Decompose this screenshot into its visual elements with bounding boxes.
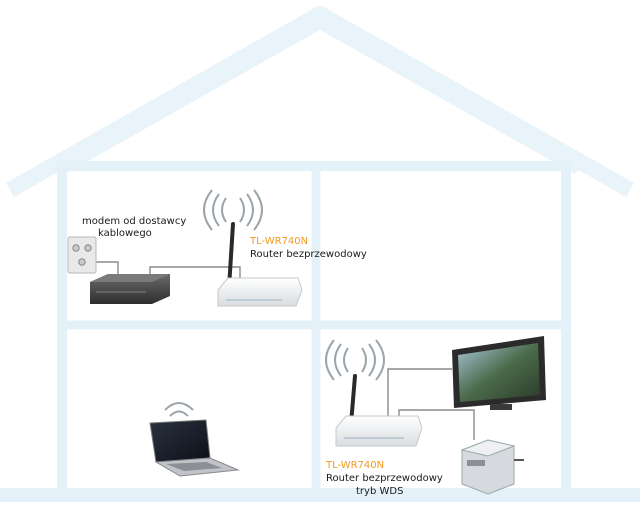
cable-modem-icon: [90, 274, 170, 304]
modem-label-line2: kablowego: [98, 228, 152, 239]
wds-router-mode: tryb WDS: [356, 486, 404, 497]
wds-router-desc: Router bezprzewodowy: [326, 473, 443, 484]
media-box-icon: [460, 439, 524, 495]
wds-router-icon: [325, 339, 423, 447]
main-router-icon: [203, 189, 303, 307]
modem-label-line1: modem od dostawcy: [82, 216, 187, 227]
main-router-model: TL-WR740N: [250, 236, 309, 247]
flat-tv-icon: [452, 336, 546, 410]
laptop-icon: [149, 402, 240, 477]
house-outline: [0, 6, 640, 502]
wds-router-model: TL-WR740N: [326, 460, 385, 471]
main-router-desc: Router bezprzewodowy: [250, 249, 367, 260]
cable-wall-socket-icon: [67, 236, 97, 274]
